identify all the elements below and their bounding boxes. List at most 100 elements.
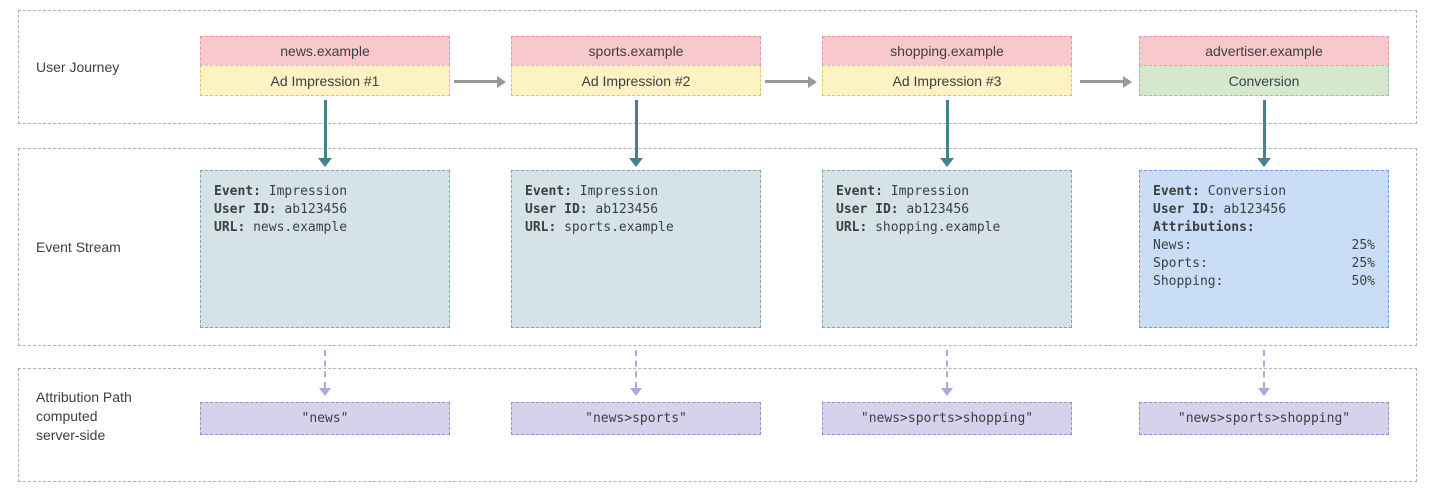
- arrow-head: [1258, 388, 1270, 396]
- attribution-name: Sports:: [1153, 256, 1208, 271]
- journey-card-news: news.example Ad Impression #1: [200, 36, 450, 96]
- event-value: Impression: [890, 184, 970, 199]
- arrow-head: [1257, 158, 1271, 167]
- user-id-label: User ID:: [836, 202, 899, 217]
- attribution-row-sports: Sports: 25%: [1153, 255, 1375, 273]
- arrow-shaft: [454, 80, 497, 83]
- arrow-shaft: [1263, 350, 1265, 388]
- attribution-path-box-2: "news>sports": [511, 402, 761, 435]
- user-id-value: ab123456: [595, 202, 659, 217]
- url-label: URL:: [525, 220, 557, 235]
- arrow-shaft: [765, 80, 808, 83]
- attribution-pct: 25%: [1351, 256, 1375, 271]
- arrow-shaft: [324, 350, 326, 388]
- url-value: sports.example: [564, 220, 674, 235]
- arrow-shaft: [323, 100, 327, 158]
- user-id-label: User ID:: [1153, 202, 1216, 217]
- attribution-pct: 25%: [1351, 238, 1375, 253]
- arrow-shaft: [634, 100, 638, 158]
- event-card-news: Event: Impression User ID: ab123456 URL: ne…: [200, 170, 450, 328]
- event-card-conversion: Event: Conversion User ID: ab123456 Attrib…: [1139, 170, 1389, 328]
- arrow-shaft: [946, 350, 948, 388]
- arrow-down-icon: [318, 100, 332, 167]
- attribution-path-label-line1: Attribution Path: [36, 389, 132, 405]
- user-id-line: User ID: ab123456: [836, 201, 1058, 219]
- user-id-label: User ID:: [214, 202, 277, 217]
- attribution-path-box-4: "news>sports>shopping": [1139, 402, 1389, 435]
- event-value: Impression: [268, 184, 348, 199]
- attribution-row-shopping: Shopping: 50%: [1153, 273, 1375, 291]
- arrow-shaft: [1080, 80, 1123, 83]
- journey-card-sports: sports.example Ad Impression #2: [511, 36, 761, 96]
- event-value: Conversion: [1207, 184, 1287, 199]
- arrow-down-icon: [1257, 100, 1271, 167]
- user-id-line: User ID: ab123456: [1153, 201, 1375, 219]
- arrow-head: [941, 388, 953, 396]
- arrow-down-dashed-icon: [319, 350, 331, 396]
- event-type-line: Event: Conversion: [1153, 183, 1375, 201]
- attribution-path-box-1: "news": [200, 402, 450, 435]
- arrow-head: [630, 388, 642, 396]
- url-value: shopping.example: [875, 220, 1001, 235]
- site-header: advertiser.example: [1139, 36, 1389, 66]
- site-header: shopping.example: [822, 36, 1072, 66]
- attributions-label: Attributions:: [1153, 220, 1255, 235]
- ad-impression-1-label: Ad Impression #1: [200, 65, 450, 96]
- event-label: Event:: [214, 184, 261, 199]
- attributions-line: Attributions:: [1153, 219, 1375, 237]
- user-id-line: User ID: ab123456: [214, 201, 436, 219]
- attribution-path-label-line2: computed: [36, 408, 98, 424]
- event-type-line: Event: Impression: [836, 183, 1058, 201]
- url-line: URL: sports.example: [525, 219, 747, 237]
- arrow-head: [318, 158, 332, 167]
- site-header: news.example: [200, 36, 450, 66]
- journey-card-shopping: shopping.example Ad Impression #3: [822, 36, 1072, 96]
- event-label: Event:: [1153, 184, 1200, 199]
- arrow-head: [497, 75, 506, 88]
- event-label: Event:: [525, 184, 572, 199]
- arrow-head: [629, 158, 643, 167]
- arrow-down-dashed-icon: [941, 350, 953, 396]
- arrow-down-icon: [940, 100, 954, 167]
- event-card-shopping: Event: Impression User ID: ab123456 URL: sh…: [822, 170, 1072, 328]
- event-value: Impression: [579, 184, 659, 199]
- arrow-down-dashed-icon: [630, 350, 642, 396]
- url-label: URL:: [836, 220, 868, 235]
- ad-impression-3-label: Ad Impression #3: [822, 65, 1072, 96]
- arrow-head: [808, 75, 817, 88]
- url-line: URL: news.example: [214, 219, 436, 237]
- arrow-right-icon: [1080, 74, 1132, 89]
- user-id-line: User ID: ab123456: [525, 201, 747, 219]
- attribution-pct: 50%: [1351, 274, 1375, 289]
- user-id-value: ab123456: [284, 202, 348, 217]
- attribution-name: Shopping:: [1153, 274, 1224, 289]
- url-label: URL:: [214, 220, 246, 235]
- event-stream-label: Event Stream: [36, 239, 121, 255]
- url-value: news.example: [253, 220, 348, 235]
- user-id-label: User ID:: [525, 202, 588, 217]
- attribution-name: News:: [1153, 238, 1193, 253]
- event-label: Event:: [836, 184, 883, 199]
- arrow-shaft: [635, 350, 637, 388]
- attribution-path-label: Attribution Path computed server-side: [36, 388, 132, 445]
- ad-impression-2-label: Ad Impression #2: [511, 65, 761, 96]
- journey-card-advertiser: advertiser.example Conversion: [1139, 36, 1389, 96]
- arrow-shaft: [945, 100, 949, 158]
- url-line: URL: shopping.example: [836, 219, 1058, 237]
- conversion-label: Conversion: [1139, 65, 1389, 96]
- event-type-line: Event: Impression: [214, 183, 436, 201]
- arrow-down-dashed-icon: [1258, 350, 1270, 396]
- site-header: sports.example: [511, 36, 761, 66]
- attribution-row-news: News: 25%: [1153, 237, 1375, 255]
- user-id-value: ab123456: [906, 202, 970, 217]
- event-type-line: Event: Impression: [525, 183, 747, 201]
- arrow-head: [319, 388, 331, 396]
- arrow-right-icon: [765, 74, 817, 89]
- attribution-path-label-line3: server-side: [36, 427, 106, 443]
- arrow-head: [940, 158, 954, 167]
- event-card-sports: Event: Impression User ID: ab123456 URL: sp…: [511, 170, 761, 328]
- user-id-value: ab123456: [1223, 202, 1287, 217]
- user-journey-label: User Journey: [36, 59, 120, 75]
- arrow-head: [1123, 75, 1132, 88]
